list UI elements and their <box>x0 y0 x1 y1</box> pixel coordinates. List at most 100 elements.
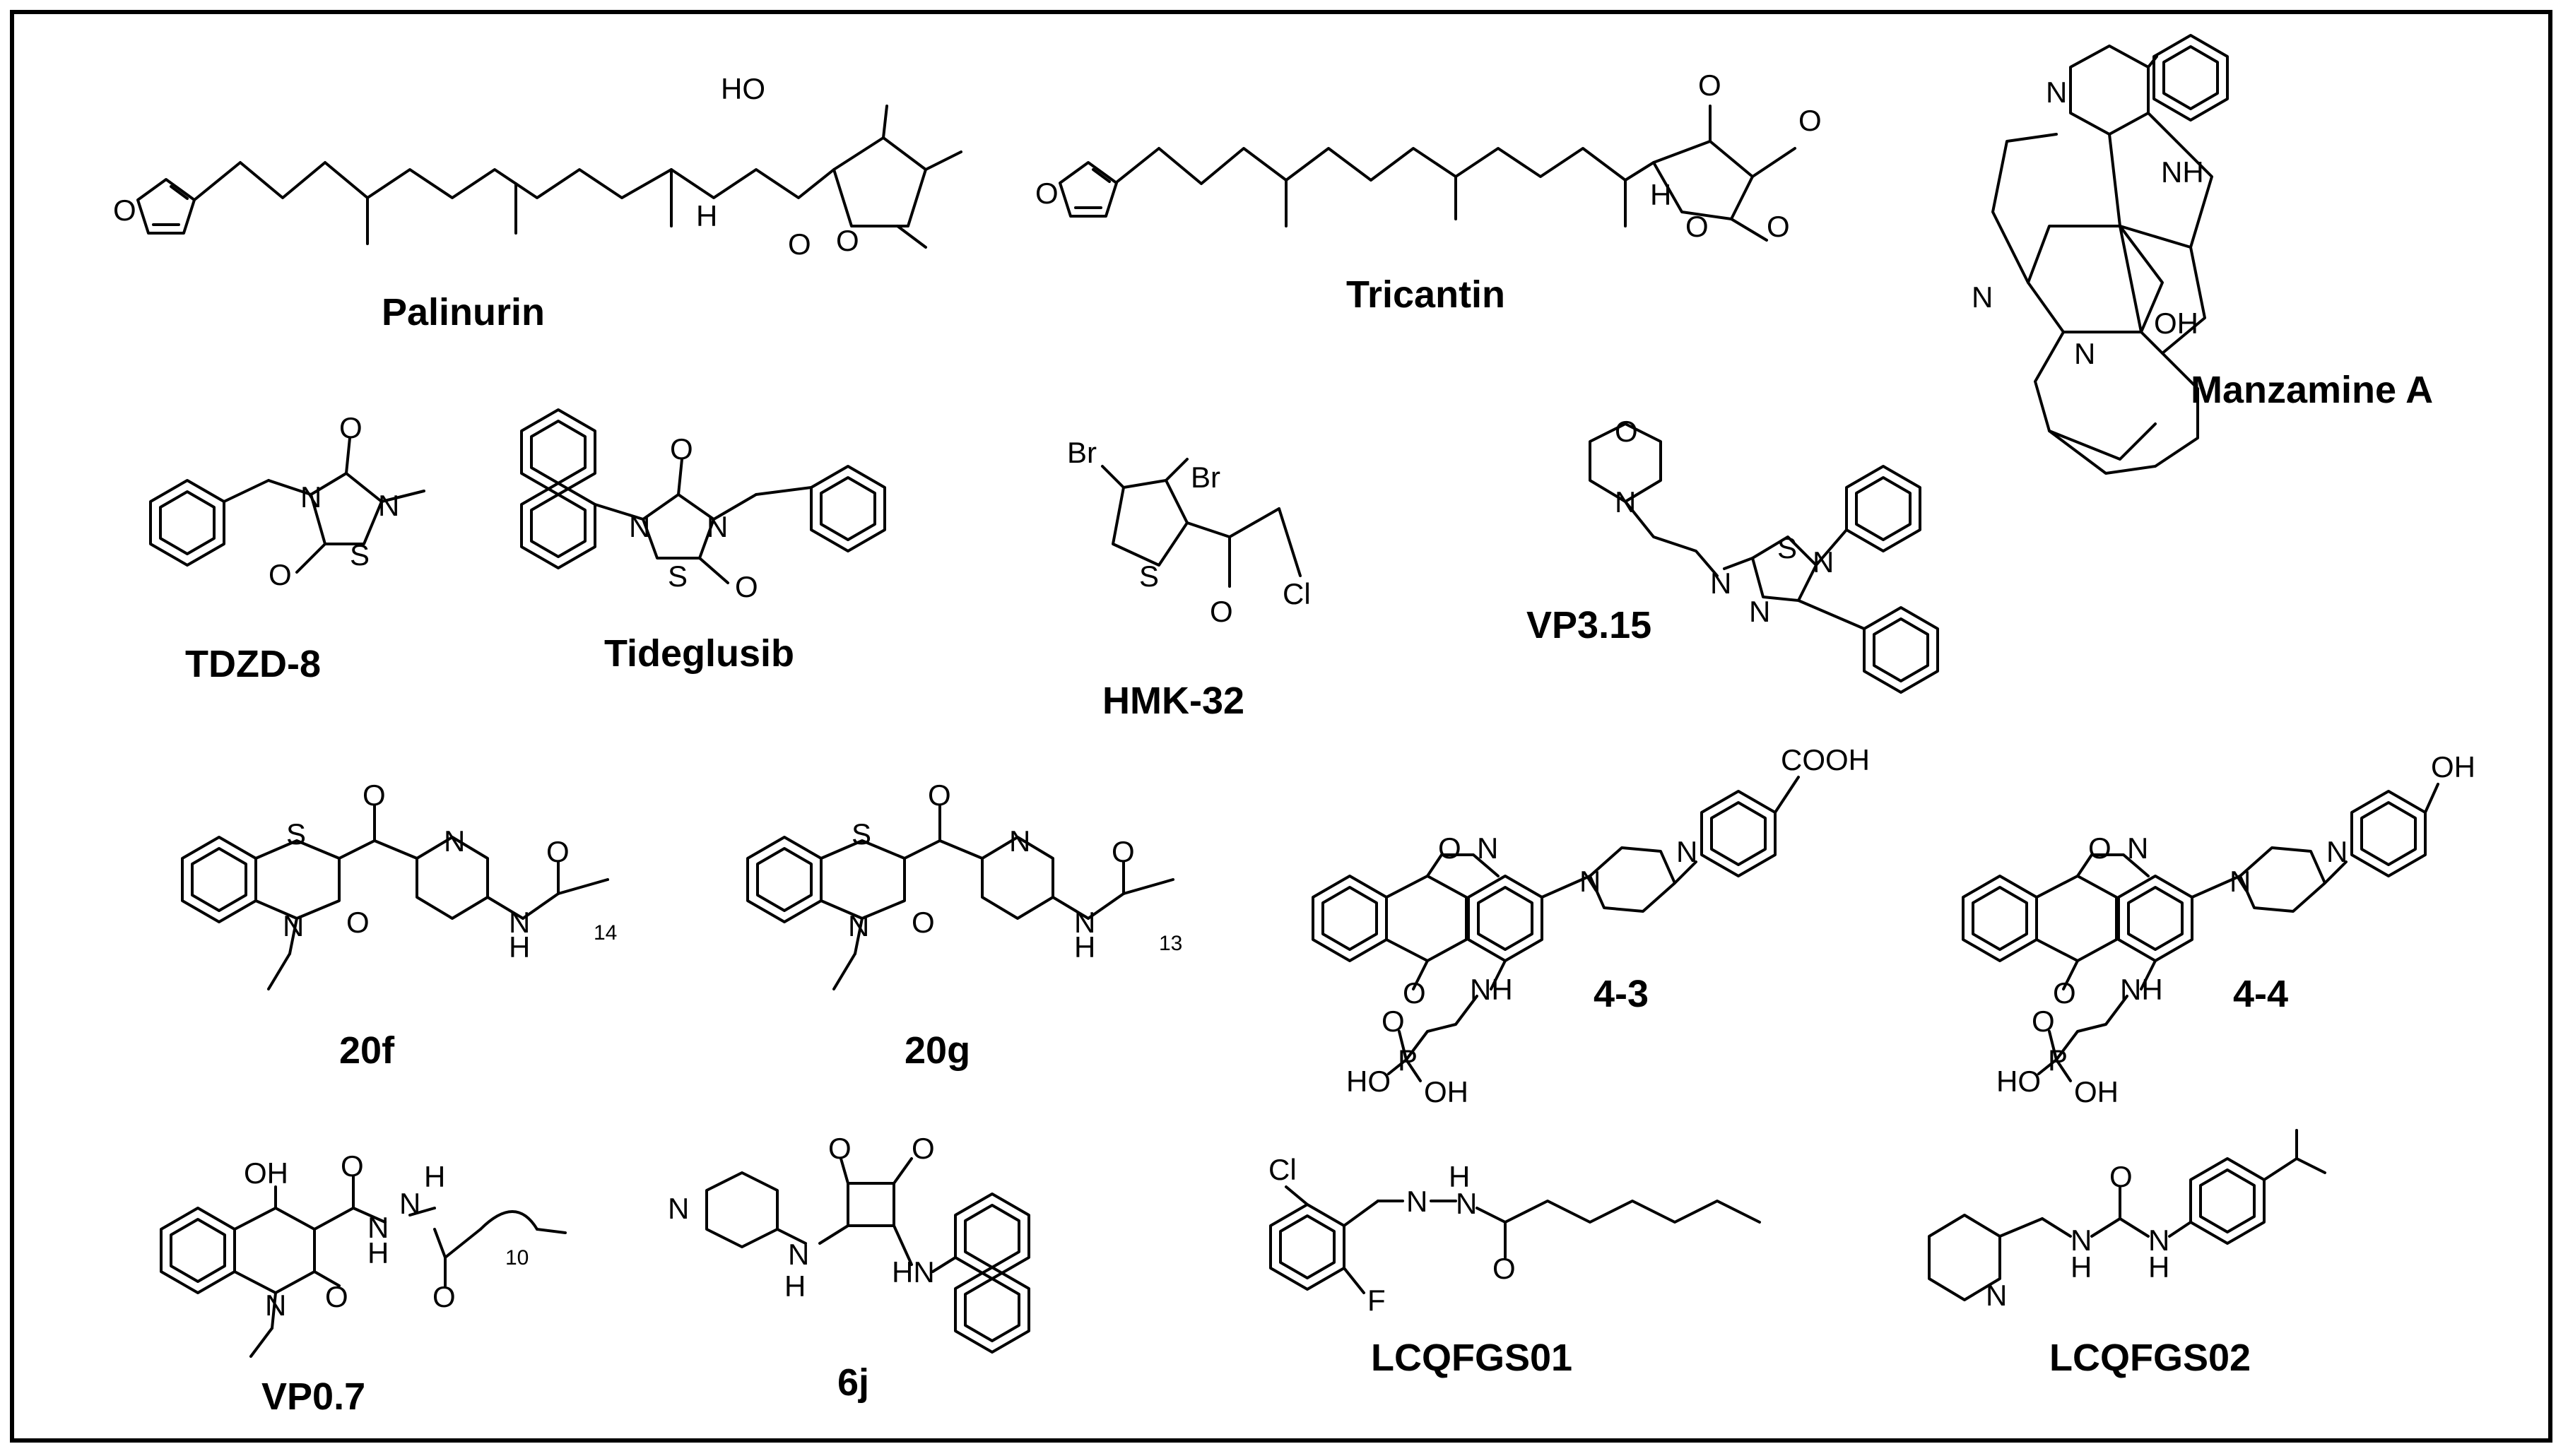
4-3-atom-6: O <box>1403 976 1426 1010</box>
4-3-atom-5: COOH <box>1781 743 1870 776</box>
20g-atom-7: H <box>1074 930 1095 964</box>
vp315-atom-4: S <box>1777 531 1797 564</box>
4-4-atom-5: OH <box>2431 750 2475 783</box>
compound-name-4-4: 4-4 <box>2233 973 2289 1015</box>
lcqfgs01-atom-1: Cl <box>1268 1153 1297 1186</box>
tideglusib-atom-2: O <box>670 432 693 466</box>
4-4-atom-7: NH <box>2120 973 2163 1006</box>
4-4-atom-1: O <box>2088 831 2111 865</box>
20g-atom-3: N <box>1009 824 1030 858</box>
figure-border <box>10 10 2552 1443</box>
manzamine-atom-1: N <box>2046 76 2067 109</box>
tricantin-atom-6: O <box>1685 210 1709 243</box>
lcqfgs02-atom-3: H <box>2071 1250 2092 1284</box>
vp315-atom-2: N <box>1615 485 1636 519</box>
hmk32-atom-5: Cl <box>1283 577 1311 610</box>
hmk32-structure <box>1101 458 1302 588</box>
tricantin-atom-5: O <box>1767 210 1790 243</box>
compound-name-6j: 6j <box>837 1361 870 1404</box>
vp07-atom-1: OH <box>244 1156 288 1190</box>
lcqfgs01-atom-3: H <box>1449 1160 1470 1193</box>
compound-name-tideglusib: Tideglusib <box>604 632 795 675</box>
vp315-atom-1: O <box>1615 415 1638 448</box>
lcqfgs01-atom-4: N <box>1456 1187 1477 1220</box>
compound-name-tricantin: Tricantin <box>1346 273 1506 316</box>
tdzd8-atom-3: N <box>378 489 399 522</box>
4-3-atom-4: N <box>1676 835 1697 868</box>
vp07-atom-9: N <box>265 1289 286 1322</box>
lcqfgs02-atom-4: N <box>2148 1224 2169 1257</box>
tideglusib-atom-4: S <box>668 560 688 593</box>
hmk32-atom-2: Br <box>1191 461 1220 494</box>
tdzd8-atom-5: O <box>269 558 292 591</box>
tdzd8-atom-1: N <box>300 480 322 514</box>
compound-name-hmk-32: HMK-32 <box>1102 680 1245 722</box>
20f-atom-7: H <box>509 930 530 964</box>
compound-name-20f: 20f <box>339 1029 395 1072</box>
20g-atom-4: O <box>912 906 935 939</box>
20f-atom-8: O <box>546 835 570 868</box>
palinurin-atom-1: O <box>113 194 136 227</box>
vp315-atom-6: N <box>1749 595 1770 628</box>
tideglusib-atom-1: N <box>629 510 650 543</box>
vp07-atom-4: N <box>399 1187 420 1220</box>
6j-atom-3: N <box>668 1192 689 1225</box>
palinurin-atom-4: O <box>788 227 811 261</box>
4-3-atom-8: O <box>1382 1005 1405 1038</box>
6j-atom-5: N <box>788 1238 809 1271</box>
vp07-atom-6: H <box>367 1236 389 1269</box>
compound-20g-structure <box>746 804 1174 990</box>
4-3-atom-1: O <box>1438 831 1461 865</box>
lcqfgs01-atom-5: O <box>1492 1252 1516 1285</box>
vp07-structure <box>160 1175 567 1358</box>
compound-4-3-structure <box>1312 776 1800 1082</box>
4-3-atom-2: N <box>1477 831 1498 865</box>
manzamine-atom-3: N <box>1972 280 1993 314</box>
manzamine-a-structure <box>1991 34 2229 475</box>
lcqfgs01-structure <box>1269 1185 1761 1294</box>
4-4-atom-3: N <box>2230 865 2251 898</box>
4-3-atom-10: HO <box>1346 1065 1391 1098</box>
palinurin-structure <box>136 105 962 249</box>
tdzd8-atom-2: O <box>339 411 363 444</box>
vp315-atom-3: N <box>1710 567 1731 600</box>
4-4-atom-4: N <box>2326 835 2348 868</box>
compound-name-palinurin: Palinurin <box>382 291 546 333</box>
palinurin-atom-5: O <box>836 224 859 257</box>
vp07-atom-7: O <box>432 1280 456 1313</box>
4-4-atom-9: P <box>2048 1043 2068 1077</box>
vp07-atom-10: O <box>325 1280 348 1313</box>
manzamine-atom-2: NH <box>2161 155 2204 189</box>
lcqfgs01-atom-2: N <box>1406 1185 1427 1218</box>
tricantin-atom-1: O <box>1035 177 1059 210</box>
vp07-atom-5: N <box>367 1211 389 1244</box>
compound-name-20g: 20g <box>905 1029 971 1072</box>
4-4-atom-10: HO <box>1996 1065 2041 1098</box>
tricantin-atom-2: H <box>1650 178 1671 211</box>
4-3-atom-7: NH <box>1470 973 1513 1006</box>
manzamine-atom-5: OH <box>2154 307 2198 340</box>
tricantin-atom-4: O <box>1798 104 1822 137</box>
6j-atom-6: HN <box>892 1255 935 1289</box>
tideglusib-atom-5: O <box>735 570 758 603</box>
compound-name-tdzd-8: TDZD-8 <box>185 643 321 685</box>
tdzd8-structure <box>149 437 425 574</box>
compound-name-vp0-7: VP0.7 <box>261 1375 366 1418</box>
vp07-atom-3: H <box>424 1160 445 1193</box>
20f-atom-2: O <box>363 779 386 812</box>
4-3-atom-9: P <box>1398 1043 1418 1077</box>
compound-name-lcqfgs01: LCQFGS01 <box>1371 1337 1573 1379</box>
compound-name-lcqfgs02: LCQFGS02 <box>2049 1337 2251 1379</box>
20f-atom-4: O <box>346 906 370 939</box>
lcqfgs02-structure <box>1928 1129 2326 1301</box>
4-4-atom-11: OH <box>2074 1075 2119 1108</box>
vp315-structure <box>1589 422 1939 694</box>
20g-atom-9: 13 <box>1159 932 1182 955</box>
20g-atom-6: N <box>1074 906 1095 939</box>
6j-atom-4: H <box>784 1269 806 1303</box>
palinurin-atom-2: HO <box>721 72 765 105</box>
6j-atom-1: O <box>828 1132 852 1165</box>
compound-6j-structure <box>705 1157 1030 1354</box>
20g-atom-2: O <box>928 779 951 812</box>
